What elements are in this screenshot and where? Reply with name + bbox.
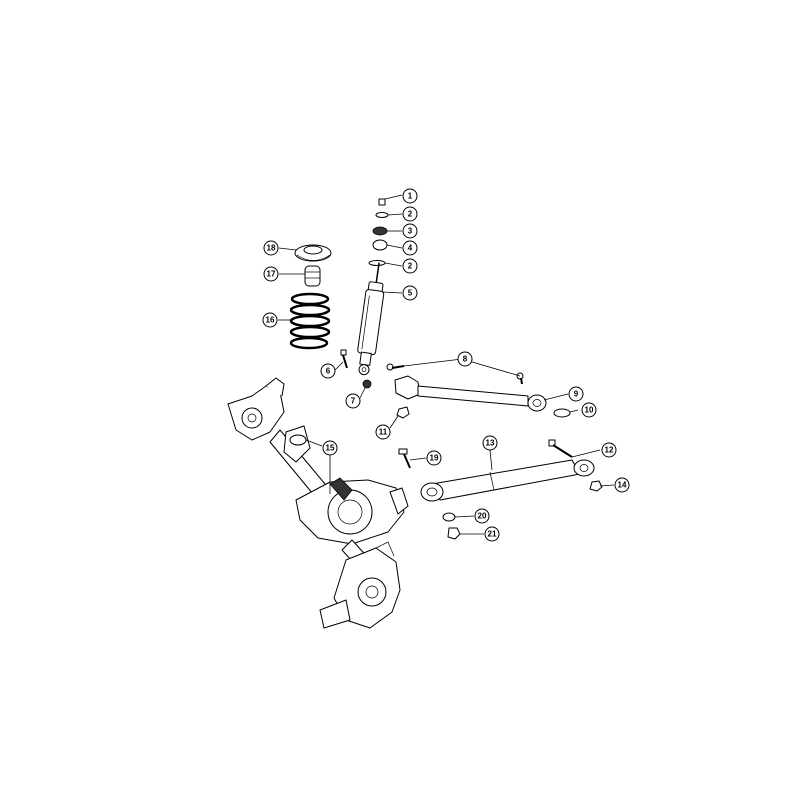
lower-control-arm (420, 459, 595, 502)
spring-isolator (294, 244, 332, 262)
bolt-6 (340, 349, 348, 369)
svg-text:11: 11 (379, 428, 388, 437)
svg-text:16: 16 (266, 316, 275, 325)
callout-2-upper: 2 (402, 206, 418, 222)
callout-10: 10 (581, 402, 597, 418)
retainer (372, 239, 388, 251)
bushing-10 (553, 408, 571, 418)
callout-4: 4 (402, 240, 418, 256)
svg-text:21: 21 (488, 530, 497, 539)
callout-6: 6 (320, 363, 336, 379)
svg-text:9: 9 (574, 390, 579, 399)
callout-20: 20 (474, 508, 490, 524)
svg-text:10: 10 (585, 406, 594, 415)
upper-control-arm (394, 375, 547, 412)
callout-7: 7 (345, 393, 361, 409)
washer-20 (442, 512, 456, 522)
callout-15: 15 (322, 440, 338, 456)
bolt-19 (398, 448, 411, 469)
svg-text:7: 7 (351, 397, 356, 406)
svg-text:8: 8 (463, 355, 468, 364)
callout-5: 5 (402, 285, 418, 301)
callout-21: 21 (484, 526, 500, 542)
nut-21 (447, 527, 461, 540)
svg-text:20: 20 (478, 512, 487, 521)
svg-text:12: 12 (605, 446, 614, 455)
nut-14 (589, 480, 603, 492)
callout-12: 12 (601, 442, 617, 458)
callout-16: 16 (262, 312, 278, 328)
svg-text:13: 13 (486, 439, 495, 448)
callout-11: 11 (375, 424, 391, 440)
callout-9: 9 (568, 386, 584, 402)
shock-absorber (357, 262, 385, 376)
svg-text:18: 18 (267, 244, 276, 253)
svg-text:15: 15 (326, 444, 335, 453)
washer (375, 212, 389, 218)
callouts: 1 2 3 4 2 5 6 7 (262, 188, 630, 542)
bolt-12 (548, 439, 573, 458)
front-axle-assembly (227, 377, 409, 629)
callout-13: 13 (482, 435, 498, 451)
bolt-8 (386, 363, 524, 385)
nut (378, 198, 386, 206)
callout-3: 3 (402, 223, 418, 239)
callout-8: 8 (457, 351, 473, 367)
leader-lines (278, 194, 615, 535)
nut-11 (396, 406, 410, 419)
washer-lower (368, 260, 386, 266)
svg-text:3: 3 (408, 227, 413, 236)
callout-17: 17 (263, 266, 279, 282)
coil-spring (289, 292, 331, 350)
shock-top-hardware (368, 198, 389, 266)
nut-7 (362, 379, 372, 389)
callout-2-lower: 2 (402, 258, 418, 274)
svg-text:19: 19 (430, 454, 439, 463)
svg-text:14: 14 (618, 481, 627, 490)
svg-text:4: 4 (408, 244, 413, 253)
callout-18: 18 (263, 240, 279, 256)
svg-text:2: 2 (408, 210, 413, 219)
svg-text:5: 5 (408, 289, 413, 298)
svg-text:6: 6 (326, 367, 331, 376)
svg-text:2: 2 (408, 262, 413, 271)
callout-1: 1 (402, 188, 418, 204)
svg-text:1: 1 (408, 192, 413, 201)
bushing (372, 226, 388, 236)
callout-19: 19 (426, 450, 442, 466)
svg-text:17: 17 (267, 270, 276, 279)
callout-14: 14 (614, 477, 630, 493)
jounce-bumper (304, 265, 321, 287)
